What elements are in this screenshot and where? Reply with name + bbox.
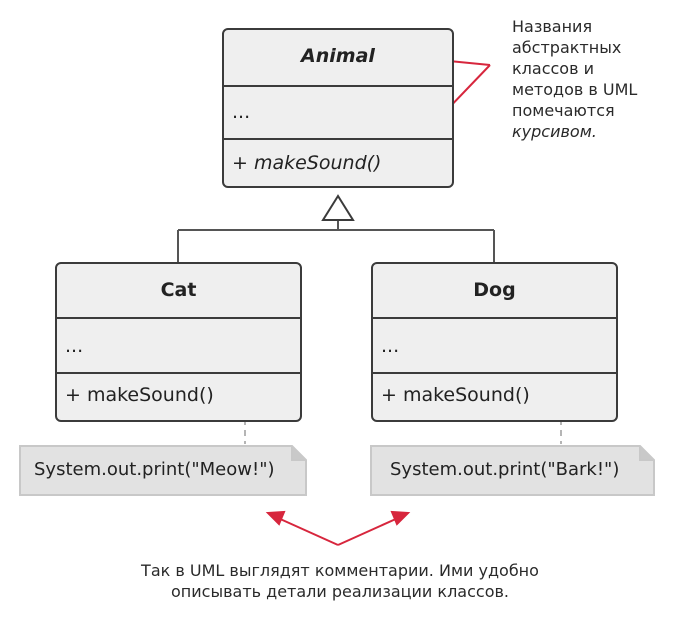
class-dog-method: + makeSound() <box>381 384 530 406</box>
inheritance-arrowhead <box>321 194 355 221</box>
class-dog-fields-section: ... <box>373 317 616 372</box>
annotation-italic-note: Названия абстрактных классов и методов в… <box>512 16 637 142</box>
note-dog-text: System.out.print("Bark!") <box>390 459 620 480</box>
caption-line: описывать детали реализации классов. <box>171 582 509 601</box>
annotation-italic-line: абстрактных <box>512 38 622 57</box>
note-shape-cat <box>19 445 307 496</box>
class-animal: Animal ... + makeSound() <box>222 28 454 188</box>
class-cat-fields: ... <box>65 335 84 357</box>
class-cat-method: + makeSound() <box>65 384 214 406</box>
class-animal-methods-section: + makeSound() <box>224 138 452 186</box>
class-animal-fields-section: ... <box>224 85 452 138</box>
annotation-italic-line: Названия <box>512 17 593 36</box>
class-dog: Dog ... + makeSound() <box>371 262 618 422</box>
class-cat: Cat ... + makeSound() <box>55 262 302 422</box>
annotation-italic-line: помечаются <box>512 101 615 120</box>
class-cat-fields-section: ... <box>57 317 300 372</box>
class-cat-name: Cat <box>160 279 197 301</box>
class-dog-name: Dog <box>473 279 516 301</box>
class-dog-methods-section: + makeSound() <box>373 372 616 420</box>
caption-line: Так в UML выглядят комментарии. Ими удоб… <box>141 561 539 580</box>
annotation-italic-line: классов и <box>512 59 594 78</box>
class-animal-name: Animal <box>301 45 375 67</box>
class-dog-fields: ... <box>381 335 400 357</box>
inheritance-connector <box>177 220 495 264</box>
note-cat-text: System.out.print("Meow!") <box>34 459 275 480</box>
annotation-comments-caption: Так в UML выглядят комментарии. Ими удоб… <box>90 560 590 602</box>
class-animal-method: + makeSound() <box>232 152 382 174</box>
class-cat-methods-section: + makeSound() <box>57 372 300 420</box>
note-shape-dog <box>370 445 655 496</box>
class-animal-fields: ... <box>232 101 251 123</box>
annotation-italic-line: методов в UML <box>512 80 638 99</box>
annotation-italic-line: курсивом. <box>512 122 597 141</box>
annotation-arrows-notes <box>265 510 411 546</box>
